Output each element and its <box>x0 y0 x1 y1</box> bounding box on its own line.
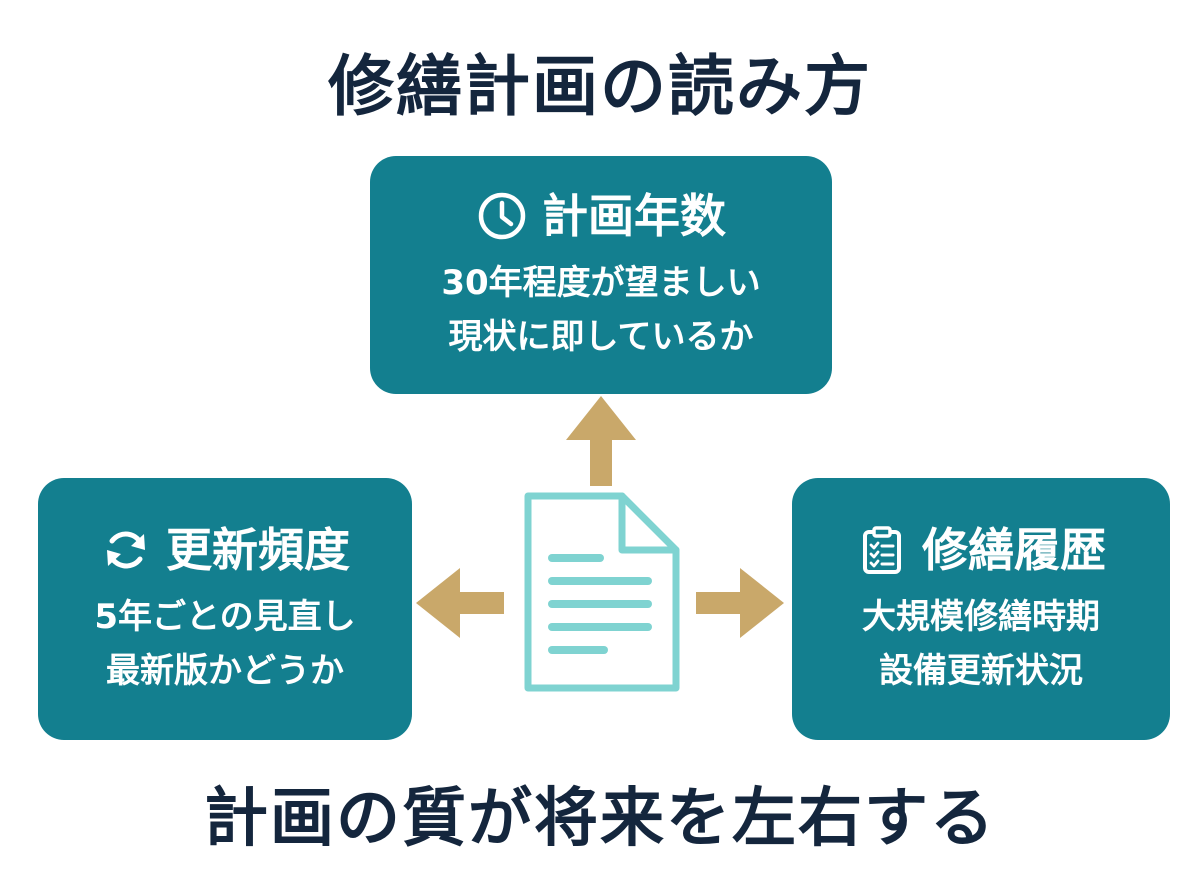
arrow-right <box>696 568 784 638</box>
box-plan-years-line-1: 30年程度が望ましい <box>441 263 761 303</box>
box-repair-history: 修繕履歴 大規模修繕時期 設備更新状況 <box>792 478 1170 740</box>
refresh-icon <box>107 531 145 569</box>
box-repair-history-header: 修繕履歴 <box>856 520 1106 580</box>
arrow-left <box>416 568 504 638</box>
box-update-frequency-heading: 更新頻度 <box>166 523 350 577</box>
box-update-frequency-line-1: 5年ごとの見直し <box>94 597 356 637</box>
clipboard-checklist-icon <box>863 526 901 574</box>
main-title: 修繕計画の読み方 <box>328 48 872 125</box>
box-plan-years-heading: 計画年数 <box>542 189 726 243</box>
box-repair-history-heading: 修繕履歴 <box>922 523 1106 577</box>
clock-icon <box>478 192 526 240</box>
box-update-frequency-header: 更新頻度 <box>100 520 350 580</box>
arrow-up <box>566 396 636 486</box>
box-plan-years-header: 計画年数 <box>476 186 726 246</box>
box-update-frequency: 更新頻度 5年ごとの見直し 最新版かどうか <box>38 478 412 740</box>
box-plan-years-line-2: 現状に即しているか <box>448 317 754 357</box>
bottom-title: 計画の質が将来を左右する <box>204 782 996 856</box>
box-update-frequency-line-2: 最新版かどうか <box>106 651 344 691</box>
box-repair-history-line-1: 大規模修繕時期 <box>862 597 1100 637</box>
box-repair-history-line-2: 設備更新状況 <box>879 651 1083 691</box>
document-text-lines <box>548 554 652 654</box>
document-icon <box>524 492 680 692</box>
box-plan-years: 計画年数 30年程度が望ましい 現状に即しているか <box>370 156 832 394</box>
